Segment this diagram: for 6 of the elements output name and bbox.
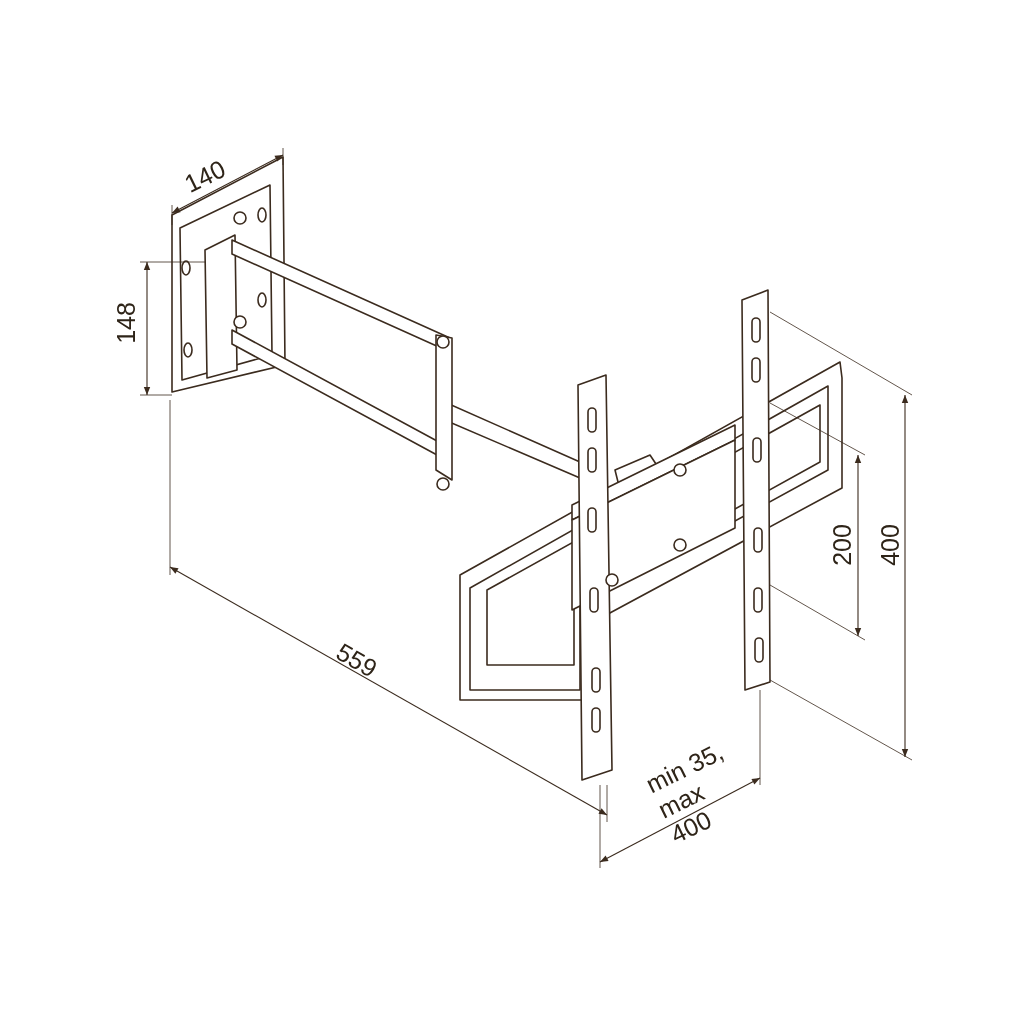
- dimension-value: 140: [179, 154, 230, 198]
- dimension-value: 200: [827, 524, 856, 566]
- dimension-value: min 35, max 400: [640, 736, 728, 849]
- dimension-value: 400: [875, 524, 904, 566]
- dimension-value: 559: [331, 637, 382, 683]
- dimension-value: 148: [111, 302, 140, 344]
